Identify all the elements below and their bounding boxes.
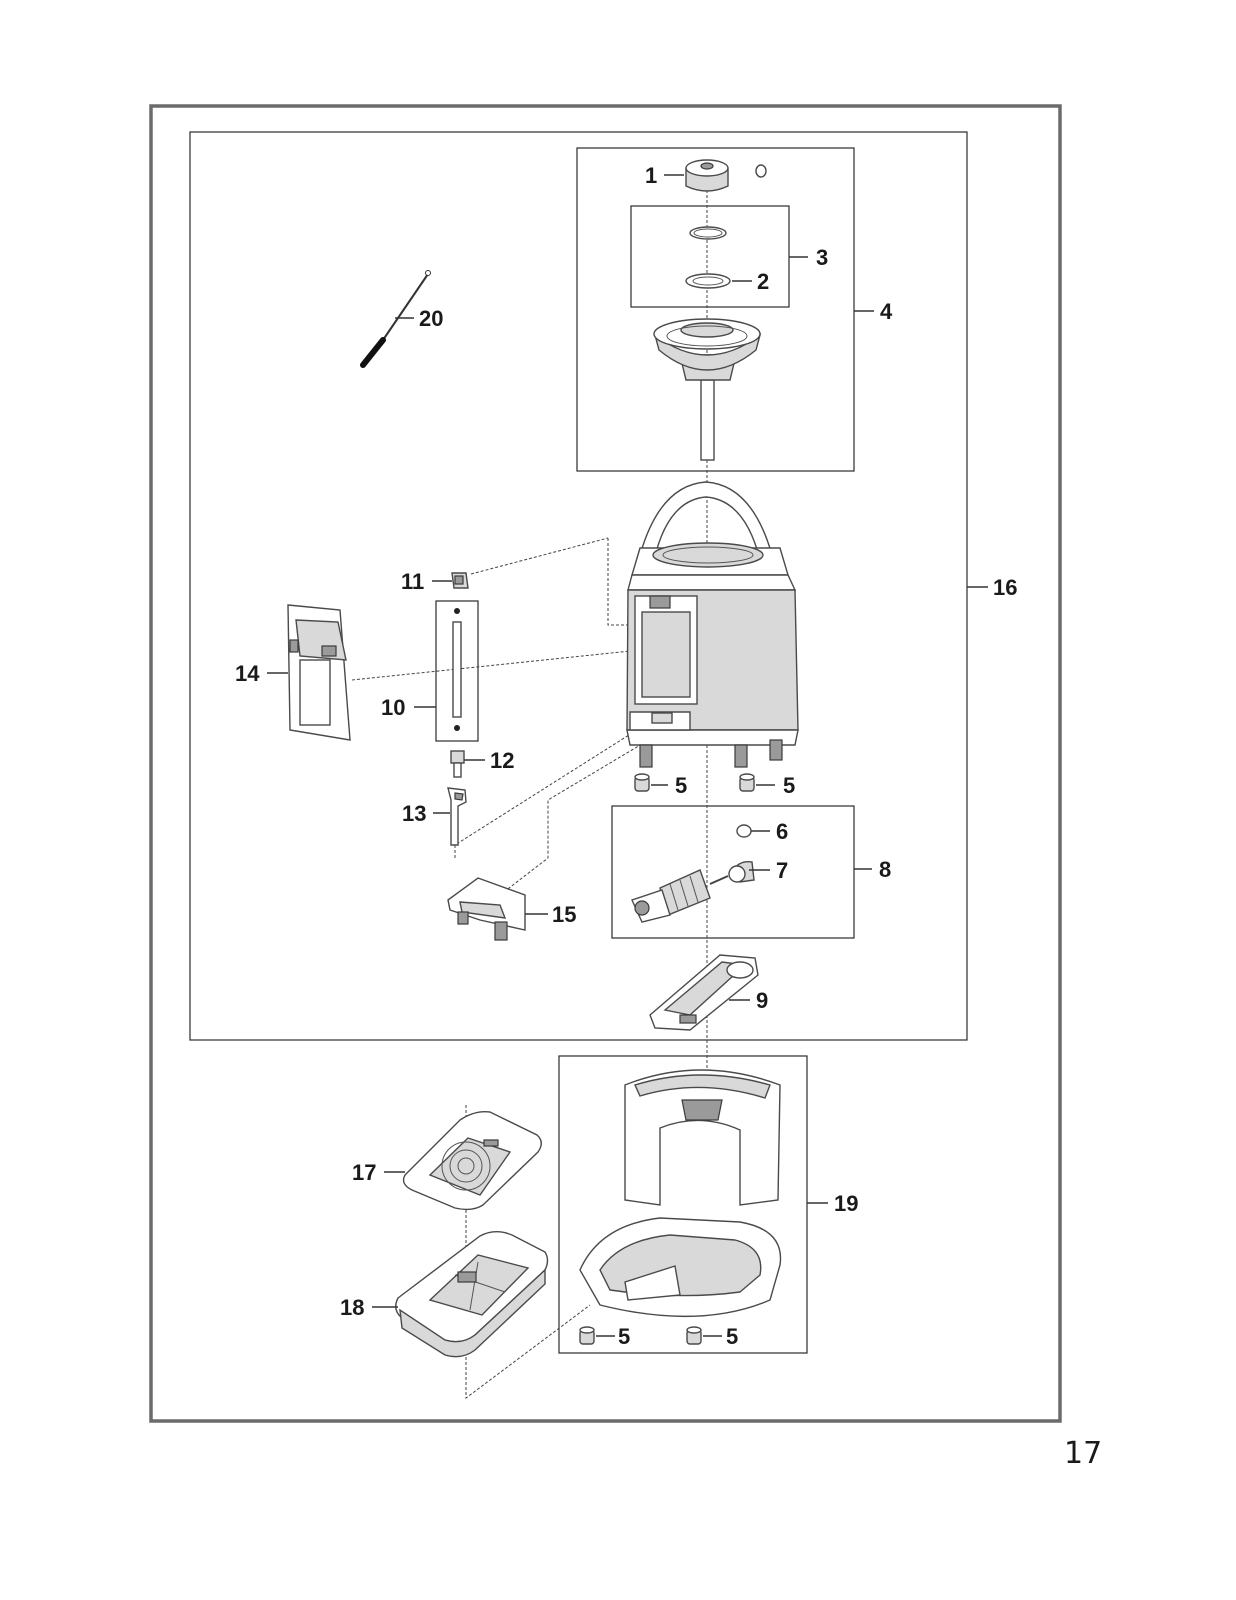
- lid-cap-part: [685, 159, 767, 192]
- outer-frame: [149, 104, 1062, 1423]
- callout-16: 16: [993, 575, 1017, 600]
- callout-9: 9: [756, 988, 768, 1013]
- drip-tray-part: [395, 1231, 549, 1358]
- callout-5-upper-left: 5: [675, 773, 687, 798]
- faucet-guard-part: [447, 877, 526, 941]
- callout-19: 19: [834, 1191, 858, 1216]
- foot-part-upper-right: [739, 773, 755, 792]
- foot-part-lower-right: [686, 1326, 702, 1345]
- seal-ring-part: [689, 226, 727, 240]
- callout-5-lower-right: 5: [726, 1324, 738, 1349]
- group-box-8: [611, 805, 855, 939]
- callout-17: 17: [352, 1160, 376, 1185]
- callout-20: 20: [419, 306, 443, 331]
- callout-5-lower-left: 5: [618, 1324, 630, 1349]
- callout-10: 10: [381, 695, 405, 720]
- probe-part: [360, 270, 431, 368]
- stand-part: [579, 1069, 782, 1318]
- callout-18: 18: [340, 1295, 364, 1320]
- callout-6: 6: [776, 819, 788, 844]
- faucet-assembly-part: [631, 824, 755, 923]
- dispenser-body-part: [626, 481, 799, 768]
- group-box-4: [576, 147, 855, 472]
- group-box-10: [435, 600, 479, 742]
- callout-4: 4: [880, 299, 893, 324]
- callout-12: 12: [490, 748, 514, 773]
- foot-part-lower-left: [579, 1326, 595, 1345]
- seal-retainer-part: [685, 273, 731, 289]
- callout-8: 8: [879, 857, 891, 882]
- drip-tray-grate-part: [402, 1110, 542, 1211]
- base-insert-part: [649, 954, 759, 1031]
- leader-lines: [267, 174, 988, 1337]
- group-box-19: [558, 1055, 808, 1354]
- page-number: 17: [1064, 1436, 1103, 1471]
- lid-assembly-part: [653, 318, 762, 461]
- callout-1: 1: [645, 163, 657, 188]
- group-box-16: [189, 131, 968, 1041]
- sight-gauge-cap-part: [451, 572, 469, 589]
- front-panel-part: [287, 604, 351, 741]
- callout-7: 7: [776, 858, 788, 883]
- assembly-lines: [351, 190, 708, 1399]
- callout-11: 11: [401, 569, 424, 594]
- callout-3: 3: [816, 245, 828, 270]
- callout-15: 15: [552, 902, 576, 927]
- callout-2: 2: [757, 269, 769, 294]
- callout-13: 13: [402, 801, 426, 826]
- gauge-fitting-part: [450, 750, 465, 778]
- gauge-bracket-part: [447, 787, 467, 846]
- sight-gauge-tube-part: [452, 608, 462, 731]
- callout-14: 14: [235, 661, 260, 686]
- foot-part-upper-left: [634, 773, 650, 792]
- callout-5-upper-right: 5: [783, 773, 795, 798]
